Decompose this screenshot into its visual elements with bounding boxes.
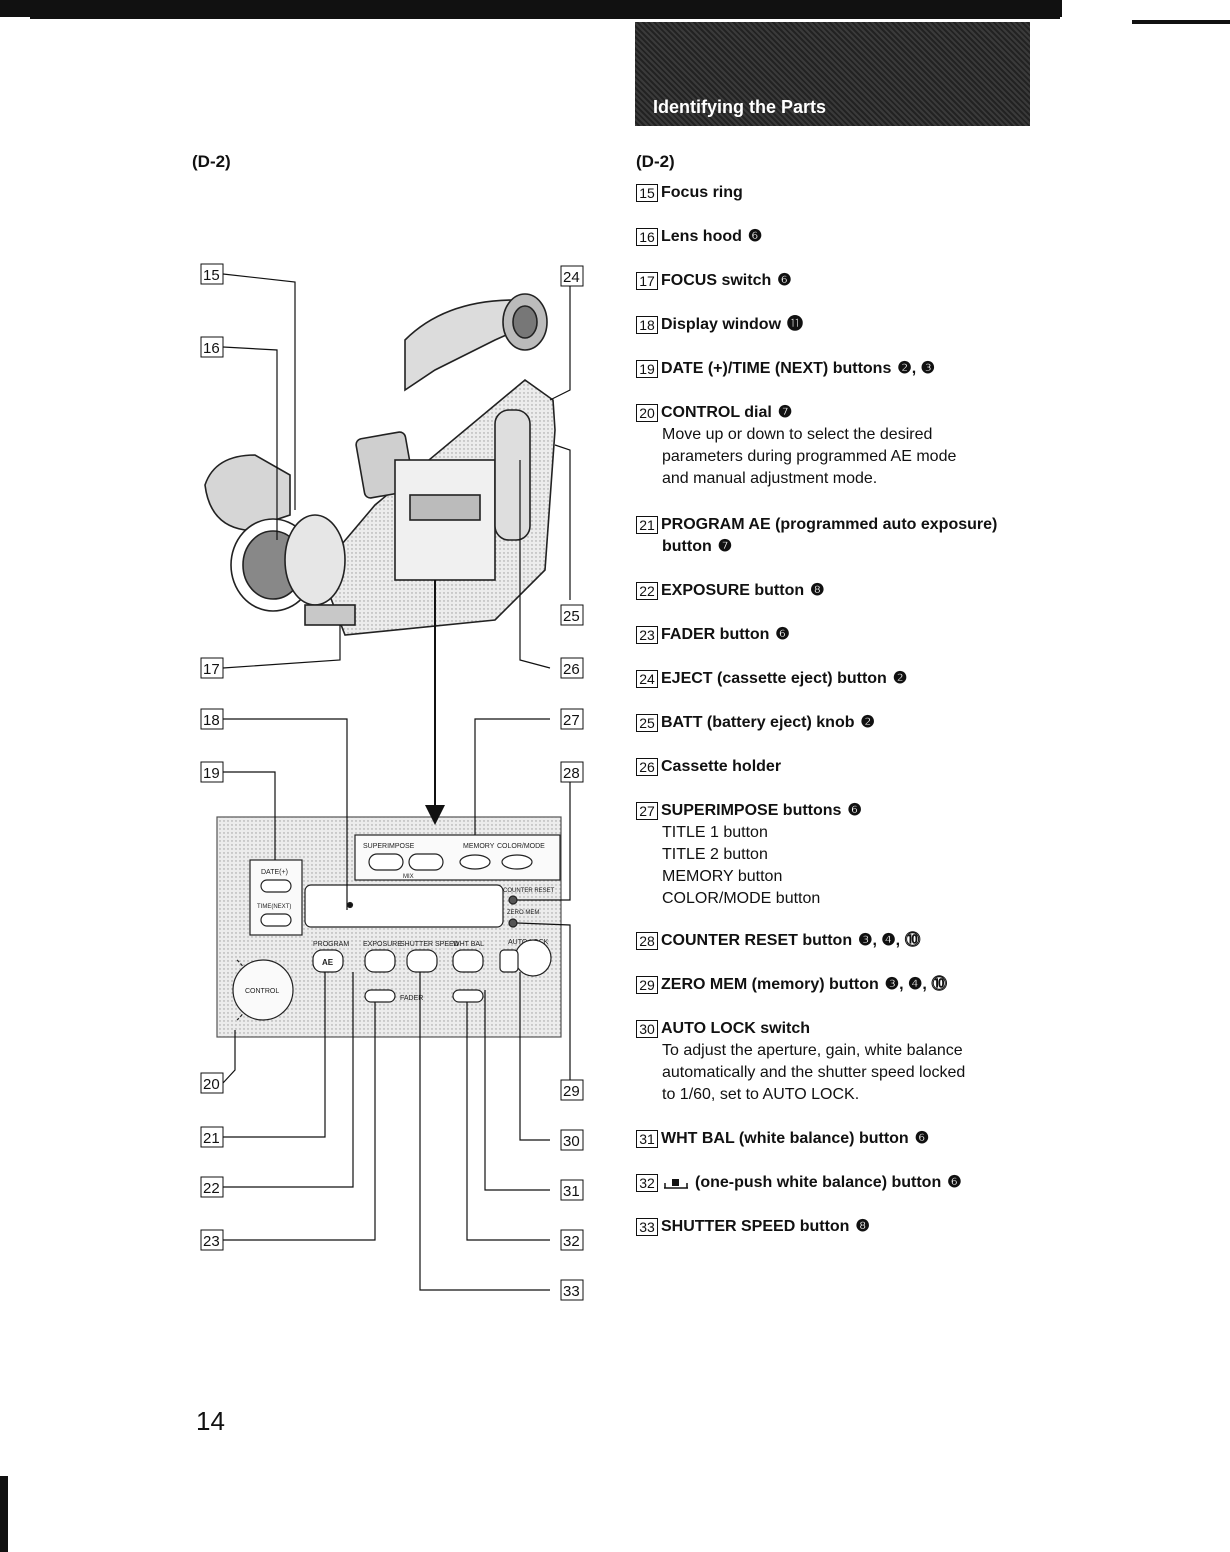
control-panel: SUPERIMPOSE MEMORY COLOR/MODE MIX DATE(+… bbox=[216, 816, 562, 1038]
top-rule-thin bbox=[30, 17, 1060, 19]
callout-18: 18 bbox=[200, 708, 224, 730]
callout-21: 21 bbox=[200, 1126, 224, 1148]
svg-text:25: 25 bbox=[563, 608, 580, 625]
shutter-speed-label: SHUTTER SPEED bbox=[400, 941, 459, 948]
svg-text:21: 21 bbox=[203, 1130, 220, 1147]
callout-17: 17 bbox=[200, 657, 224, 679]
callout-23: 23 bbox=[200, 1229, 224, 1251]
fader-label: FADER bbox=[400, 995, 423, 1002]
callout-numbers: 15 16 17 18 19 20 21 22 23 24 25 26 27 2… bbox=[200, 263, 584, 1301]
svg-text:29: 29 bbox=[563, 1083, 580, 1100]
ae-label: AE bbox=[322, 958, 334, 967]
wht-bal-label: WHT BAL bbox=[453, 941, 484, 948]
callout-28: 28 bbox=[560, 761, 584, 783]
callout-33: 33 bbox=[560, 1279, 584, 1301]
callout-19: 19 bbox=[200, 761, 224, 783]
right-rule bbox=[1132, 20, 1230, 24]
one-push-white-balance-icon bbox=[664, 1179, 688, 1189]
counter-reset-label: COUNTER RESET bbox=[503, 888, 555, 894]
svg-text:32: 32 bbox=[563, 1233, 580, 1250]
exposure-label: EXPOSURE bbox=[363, 941, 402, 948]
callout-15: 15 bbox=[200, 263, 224, 285]
svg-text:19: 19 bbox=[203, 765, 220, 782]
svg-text:20: 20 bbox=[203, 1076, 220, 1093]
superimpose-label: SUPERIMPOSE bbox=[363, 843, 415, 850]
callout-32: 32 bbox=[560, 1229, 584, 1251]
callout-22: 22 bbox=[200, 1176, 224, 1198]
svg-text:18: 18 bbox=[203, 712, 220, 729]
svg-text:26: 26 bbox=[563, 661, 580, 678]
callout-20: 20 bbox=[200, 1072, 224, 1094]
svg-text:31: 31 bbox=[563, 1183, 580, 1200]
mix-label: MIX bbox=[403, 874, 414, 880]
callout-24: 24 bbox=[560, 265, 584, 287]
callout-27: 27 bbox=[560, 708, 584, 730]
svg-text:27: 27 bbox=[563, 712, 580, 729]
list-label: (D-2) bbox=[636, 152, 675, 171]
control-dial-label: CONTROL bbox=[245, 988, 279, 995]
callout-25: 25 bbox=[560, 604, 584, 626]
camcorder-illustration bbox=[204, 293, 556, 636]
svg-text:22: 22 bbox=[203, 1180, 220, 1197]
callout-29: 29 bbox=[560, 1079, 584, 1101]
memory-label: MEMORY bbox=[463, 843, 495, 850]
callout-26: 26 bbox=[560, 657, 584, 679]
time-label: TIME(NEXT) bbox=[257, 904, 291, 910]
zero-mem-label: ZERO MEM bbox=[507, 910, 539, 916]
section-title: Identifying the Parts bbox=[653, 97, 827, 117]
callout-31: 31 bbox=[560, 1179, 584, 1201]
leader-lines bbox=[222, 273, 571, 1291]
svg-text:23: 23 bbox=[203, 1233, 220, 1250]
callout-16: 16 bbox=[200, 336, 224, 358]
camcorder-diagram: SUPERIMPOSE MEMORY COLOR/MODE MIX DATE(+… bbox=[195, 260, 595, 1310]
svg-text:15: 15 bbox=[203, 267, 220, 284]
svg-text:24: 24 bbox=[563, 269, 580, 286]
margin-bar bbox=[0, 1476, 8, 1552]
top-rule bbox=[0, 0, 1062, 17]
svg-text:28: 28 bbox=[563, 765, 580, 782]
svg-text:33: 33 bbox=[563, 1283, 580, 1300]
program-label: PROGRAM bbox=[313, 941, 349, 948]
page-number: 14 bbox=[196, 1406, 225, 1436]
figure-label: (D-2) bbox=[192, 152, 231, 171]
svg-text:16: 16 bbox=[203, 340, 220, 357]
date-label: DATE(+) bbox=[261, 869, 288, 876]
section-header: Identifying the Parts bbox=[635, 22, 1030, 126]
svg-text:17: 17 bbox=[203, 661, 220, 678]
callout-30: 30 bbox=[560, 1129, 584, 1151]
svg-text:30: 30 bbox=[563, 1133, 580, 1150]
color-mode-label: COLOR/MODE bbox=[497, 843, 545, 850]
